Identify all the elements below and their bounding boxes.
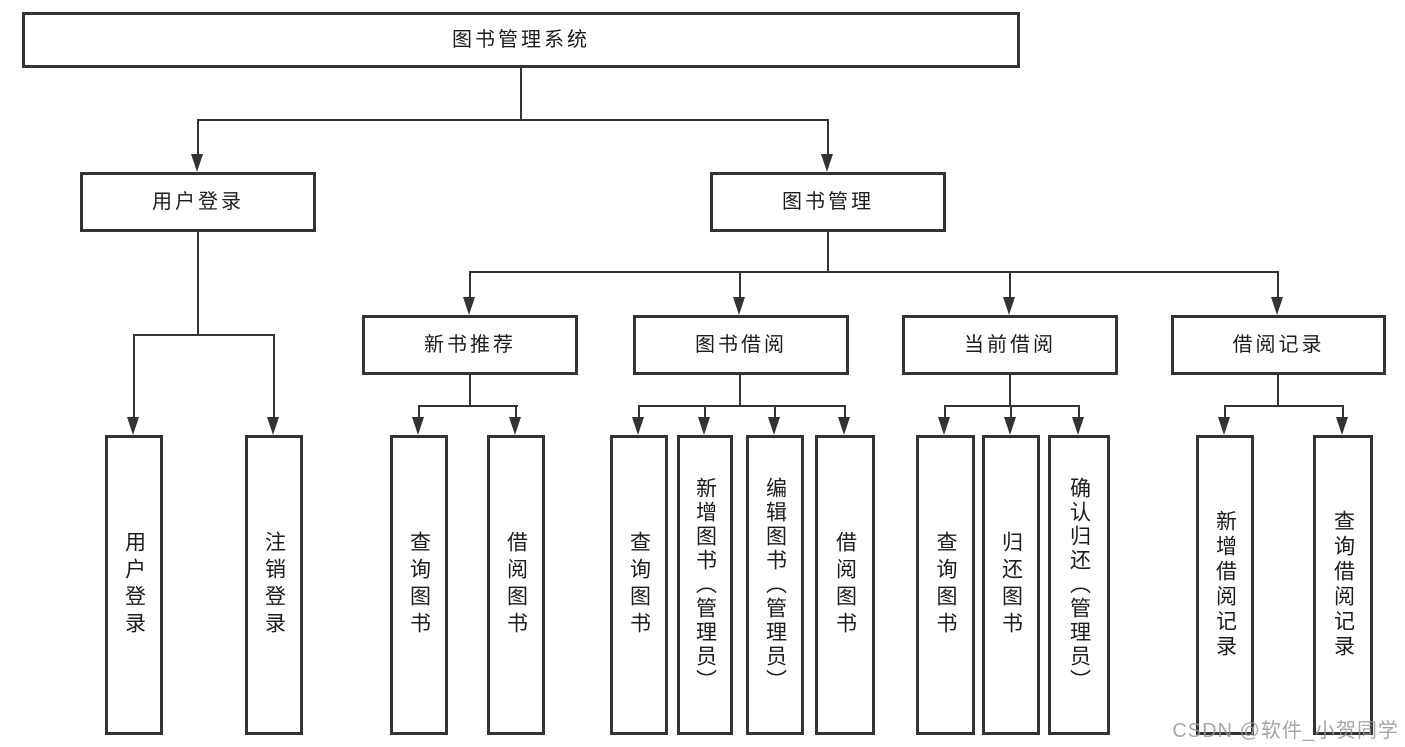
connector-line [1224,405,1344,407]
connector-line [469,375,471,407]
node-new-book-recommend: 新书推荐 [362,315,578,375]
connector-line [704,405,706,417]
node-leaf-logout: 注销登录 [245,435,303,735]
connector-line [133,334,275,336]
node-leaf-edit-books-admin: 编辑图书（管理员） [746,435,804,735]
watermark: CSDN @软件_小贺同学 [1172,720,1399,742]
node-leaf-add-books-admin: 新增图书（管理员） [677,435,733,735]
connector-arrowhead [632,417,644,435]
connector-line [1078,405,1080,417]
connector-arrowhead [698,417,710,435]
connector-line [133,334,135,417]
connector-arrowhead [1218,417,1230,435]
connector-line [827,232,829,272]
connector-line [1277,375,1279,406]
connector-arrowhead [412,417,424,435]
connector-line [469,271,1279,273]
connector-line [197,119,199,154]
connector-line [1009,271,1011,297]
connector-line [197,119,829,121]
connector-arrowhead [509,417,521,435]
connector-line [638,405,846,407]
node-library-system: 图书管理系统 [22,12,1020,68]
connector-line [1342,405,1344,417]
node-leaf-add-borrow-record: 新增借阅记录 [1196,435,1254,735]
node-leaf-query-books-1: 查询图书 [390,435,448,735]
node-book-borrowing: 图书借阅 [633,315,849,375]
connector-line [515,405,517,417]
node-book-management: 图书管理 [710,172,946,232]
connector-arrowhead [938,417,950,435]
node-current-borrowing: 当前借阅 [902,315,1118,375]
connector-line [273,334,275,417]
node-leaf-query-books-3: 查询图书 [916,435,975,735]
connector-line [1010,405,1012,417]
connector-arrowhead [1003,297,1015,315]
connector-line [844,405,846,417]
node-borrowing-records: 借阅记录 [1171,315,1386,375]
connector-arrowhead [127,417,139,435]
connector-line [520,68,522,120]
connector-line [469,271,471,297]
node-user-login: 用户登录 [80,172,316,232]
connector-line [944,405,1080,407]
connector-line [739,271,741,297]
connector-arrowhead [733,297,745,315]
node-leaf-borrow-books-1: 借阅图书 [487,435,545,735]
node-leaf-user-login: 用户登录 [105,435,163,735]
connector-arrowhead [838,417,850,435]
node-leaf-borrow-books-2: 借阅图书 [815,435,875,735]
connector-line [1277,271,1279,297]
connector-arrowhead [191,154,203,172]
connector-line [1224,405,1226,417]
connector-arrowhead [821,154,833,172]
connector-line [418,405,420,417]
connector-line [944,405,946,417]
connector-arrowhead [463,297,475,315]
connector-arrowhead [1072,417,1084,435]
connector-line [418,405,518,407]
connector-arrowhead [1336,417,1348,435]
node-leaf-query-books-2: 查询图书 [610,435,668,735]
connector-line [197,232,199,335]
connector-line [1009,375,1011,406]
connector-arrowhead [768,417,780,435]
connector-arrowhead [267,417,279,435]
connector-line [827,119,829,154]
connector-arrowhead [1004,417,1016,435]
connector-line [638,405,640,417]
node-leaf-query-borrow-record: 查询借阅记录 [1313,435,1373,735]
connector-arrowhead [1271,297,1283,315]
connector-line [739,375,741,406]
connector-line [774,405,776,417]
node-leaf-confirm-return-admin: 确认归还（管理员） [1048,435,1110,735]
node-leaf-return-books: 归还图书 [982,435,1040,735]
